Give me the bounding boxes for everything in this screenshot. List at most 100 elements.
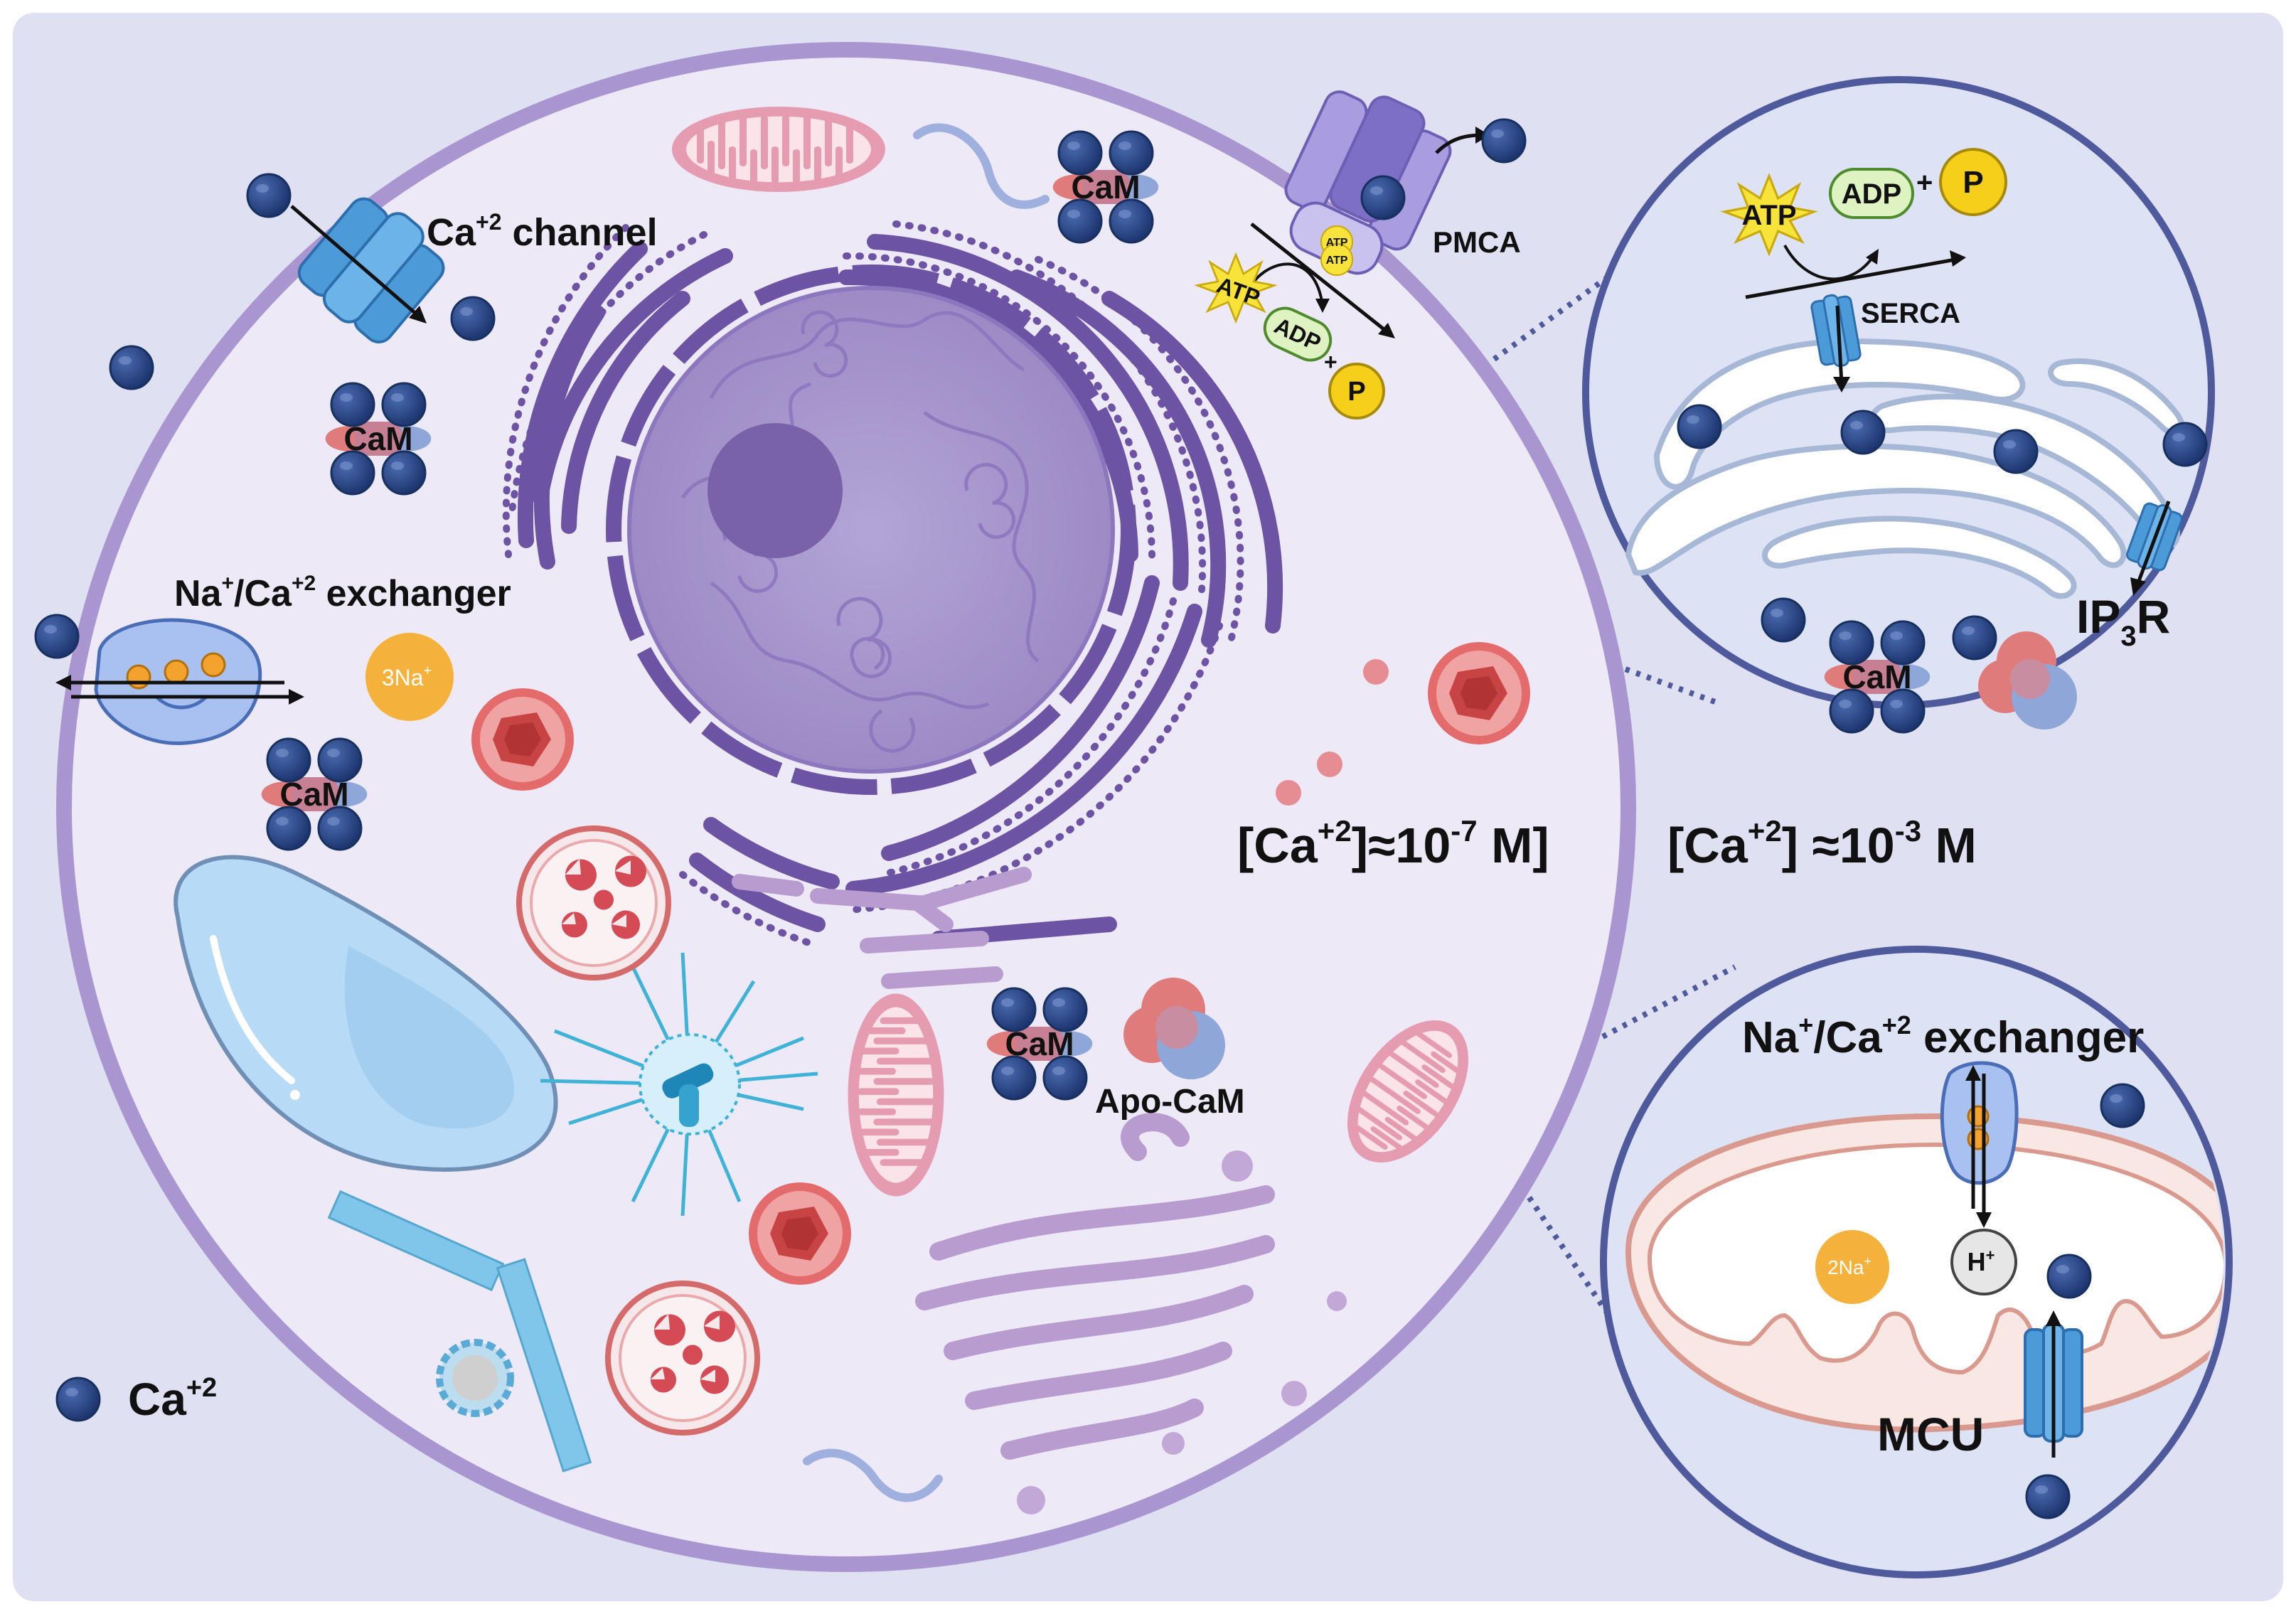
calcium-ion-icon	[1840, 410, 1886, 455]
lysosome-icon	[471, 688, 574, 791]
plus-label: +	[1324, 349, 1337, 375]
ip3r-arrow	[2135, 501, 2171, 587]
adp-icon: ADP	[1829, 168, 1914, 219]
rough-er	[679, 220, 1283, 949]
phosphate-label: P	[1963, 165, 1983, 200]
golgi-vesicles	[1017, 1150, 1347, 1514]
calcium-ion-icon	[1952, 615, 1997, 661]
calcium-ion-icon	[2046, 1254, 2092, 1299]
calcium-ion-icon	[1761, 597, 1806, 643]
legend-ca-label: Ca+2	[128, 1373, 217, 1425]
calcium-ion-icon	[2025, 1474, 2071, 1519]
svg-text:3Na+: 3Na+	[382, 663, 432, 690]
three-na-sup: +	[424, 663, 432, 679]
pmca-through-line	[1250, 223, 1392, 336]
atp-mini-label: ATP	[1326, 255, 1348, 267]
mitochondrion-icon	[672, 107, 885, 192]
calcium-ion-icon	[2162, 422, 2208, 467]
svg-text:H+: H+	[1967, 1246, 1995, 1276]
adp-icon: ADP	[1263, 306, 1333, 362]
microtubules	[327, 1190, 592, 1473]
calcium-ion-icon	[1677, 404, 1722, 449]
calmodulin-icon: CaM	[987, 988, 1093, 1099]
cam-label: CaM	[343, 420, 412, 457]
atp-mini-label: ATP	[1326, 237, 1348, 249]
centrosome	[540, 952, 818, 1217]
lysosome-icon	[749, 1182, 851, 1285]
three-na-label: 3Na	[382, 665, 424, 690]
calcium-ion-icon	[246, 173, 292, 218]
er-cisterna	[1761, 515, 2077, 599]
sodium-icon: 3Na+	[365, 633, 454, 721]
plus-label: +	[1916, 167, 1933, 198]
calmodulin-icon: CaM	[262, 739, 368, 850]
two-na-label: 2Na	[1827, 1256, 1864, 1278]
cam-label: CaM	[1071, 169, 1140, 205]
inset-mitochondrion: Na+/Ca+2 exchanger 2Na+ H+ MCU	[1600, 946, 2233, 1578]
cam-label: CaM	[1005, 1025, 1074, 1062]
er-tubules-bottom	[732, 867, 1032, 989]
pink-vesicles	[1276, 659, 1389, 806]
nucleolus	[708, 423, 843, 558]
proton-icon: H+	[1950, 1229, 2017, 1295]
phosphate-icon: P	[1328, 363, 1385, 419]
phosphate-icon: P	[1939, 148, 2007, 216]
nucleus	[606, 264, 1136, 795]
lysosome-icon	[1428, 642, 1530, 744]
calcium-ion-icon	[1481, 118, 1527, 164]
calmodulin-icon: CaM	[1053, 132, 1159, 242]
ca-channel-label: Ca+2 channel	[427, 209, 658, 254]
svg-text:2Na+: 2Na+	[1827, 1254, 1871, 1278]
calcium-ion-icon	[34, 614, 80, 659]
proton-sup: +	[1986, 1246, 1995, 1264]
phosphate-label: P	[1347, 377, 1365, 407]
calcium-ion-icon	[109, 345, 154, 390]
ca-outside-concentration: [Ca+2] ≈10-3 M	[1667, 814, 1977, 873]
apo-calmodulin-icon	[1123, 978, 1225, 1079]
atp-label: ATP	[1741, 200, 1796, 231]
calmodulin-icon: CaM	[326, 383, 432, 494]
apo-calmodulin-icon	[1978, 631, 2077, 729]
rough-er-left	[502, 224, 733, 570]
ca-inside-concentration: [Ca+2]≈10-7 M]	[1237, 814, 1549, 873]
ncx-cell-label: Na+/Ca+2 exchanger	[174, 572, 511, 614]
mcu-label: MCU	[1877, 1408, 1984, 1460]
serca-channel-icon	[1810, 294, 1862, 368]
apo-cam-label: Apo-CaM	[1095, 1083, 1245, 1121]
serca-atp-curve	[1783, 245, 1875, 281]
sodium-icon: 2Na+	[1815, 1230, 1889, 1304]
cam-label: CaM	[1842, 658, 1911, 695]
pmca-atp-curve	[1250, 262, 1324, 306]
serca-label: SERCA	[1861, 298, 1960, 329]
calmodulin-icon: CaM	[1825, 621, 1931, 732]
calcium-ion-icon	[2100, 1083, 2145, 1128]
adp-label: ADP	[1842, 178, 1901, 210]
channel-icon	[297, 197, 445, 344]
endosome-icon	[519, 828, 668, 978]
calcium-ion-icon	[450, 296, 496, 341]
pmca-atp-bubbles: ATP ATP	[1320, 225, 1353, 276]
er-cisterna	[1625, 443, 2127, 576]
pmca-label: PMCA	[1433, 225, 1521, 259]
two-na-sup: +	[1864, 1254, 1871, 1268]
cam-label: CaM	[279, 776, 348, 813]
legend: Ca+2	[55, 1373, 217, 1425]
vesicle-clathrin	[436, 1339, 514, 1417]
ca-channel-arrow	[290, 205, 425, 321]
ip3r-label: IP3R	[2076, 590, 2170, 652]
er-cisterna	[2048, 358, 2185, 437]
filaments	[803, 123, 1050, 1502]
exchanger-icon	[1940, 1061, 2019, 1185]
calcium-ion-icon	[55, 1377, 101, 1422]
calcium-ion-icon	[1993, 429, 2039, 474]
proton-label: H	[1967, 1247, 1986, 1276]
inset-er: SERCA ATP ADP + P IP3R CaM	[1582, 76, 2215, 732]
endosome-icon	[608, 1283, 757, 1433]
mitochondrion-icon	[848, 994, 944, 1197]
ncx-mito-label: Na+/Ca+2 exchanger	[1742, 1010, 2144, 1062]
serca-top-arrow	[1745, 257, 1956, 299]
golgi-apparatus	[915, 1113, 1275, 1460]
vacuole	[173, 855, 558, 1172]
serca-down-arrow	[1835, 305, 1844, 385]
